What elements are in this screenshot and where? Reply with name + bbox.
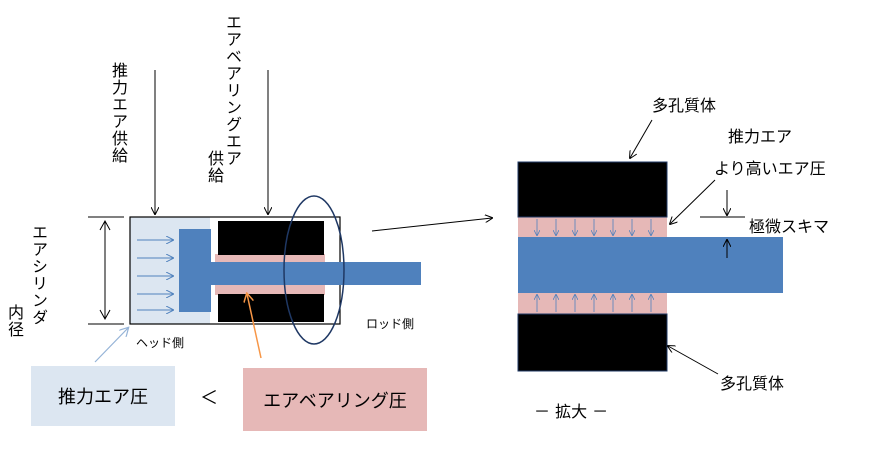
porous-body-lower-large: [517, 313, 668, 372]
bearing-air-upper: [215, 254, 325, 264]
head-side-pointer: [94, 328, 128, 363]
thrust-air-supply-label: 推力エア供給: [109, 62, 128, 164]
porous-top-pointer: [630, 119, 653, 158]
cylinder: [129, 216, 421, 325]
head-side-label: ヘッド側: [136, 336, 185, 350]
thrust-air-pointer: [670, 179, 716, 224]
focus-ellipse: [283, 195, 345, 345]
porous-body-upper-large: [517, 161, 668, 218]
cylinder-bore-label-line2: 内径: [5, 304, 24, 338]
bearing-pressure-box: エアベアリング圧: [243, 368, 427, 431]
porous-top-label: 多孔質体: [652, 96, 717, 115]
gap-arrows-lower: [537, 295, 651, 312]
bearing-air-lower-large: [518, 293, 667, 314]
thrust-arrows: [137, 240, 173, 310]
thrust-air-label: 推力エア: [728, 127, 793, 146]
cylinder-bore-label-line1: エアシリンダ: [29, 224, 48, 326]
enlarge-label: － 拡大 －: [534, 402, 609, 421]
bearing-air-supply-label-line2: 供給: [205, 150, 224, 184]
porous-body-lower-small: [218, 294, 324, 322]
gap-arrows-upper: [537, 219, 651, 235]
higher-pressure-label: より高いエア圧: [714, 159, 826, 178]
enlarge-arrow: [371, 218, 492, 232]
less-than-sign: ＜: [200, 388, 218, 409]
enlarged-view: [517, 161, 783, 372]
piston-head: [179, 229, 211, 312]
rod-enlarged: [518, 237, 783, 293]
bearing-air-supply-label-line1: エアベアリングエア: [223, 14, 242, 167]
porous-bottom-label: 多孔質体: [720, 374, 785, 393]
porous-bottom-pointer: [668, 346, 719, 375]
thrust-pressure-box: 推力エア圧: [31, 366, 175, 426]
micro-gap-label: 極微スキマ: [749, 217, 830, 236]
rod-side-label: ロッド側: [366, 317, 415, 331]
bearing-air-upper-large: [518, 217, 667, 237]
bore-dimension: [88, 216, 124, 325]
bearing-air-lower: [215, 285, 325, 295]
micro-gap-marker: [700, 190, 745, 258]
piston-rod: [210, 262, 421, 285]
porous-body-upper-small: [218, 221, 324, 255]
bearing-pressure-pointer: [247, 294, 262, 359]
